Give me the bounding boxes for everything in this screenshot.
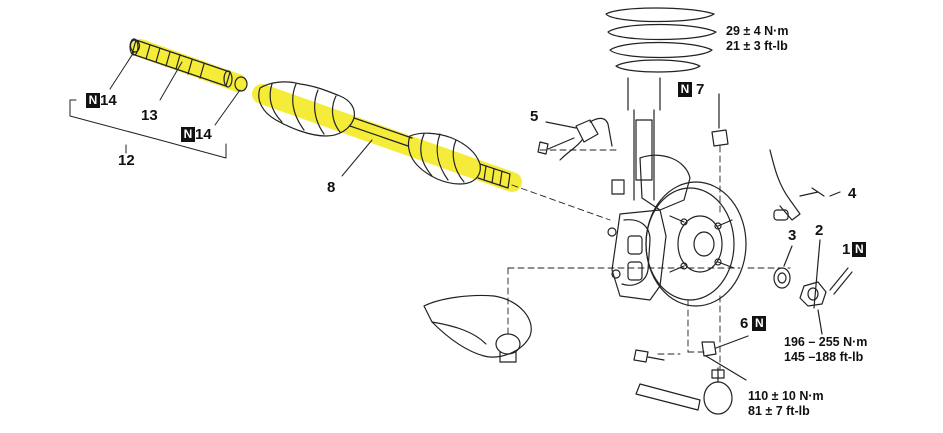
- torque-spec-6: 110 ± 10 N·m 81 ± 7 ft-lb: [748, 389, 824, 419]
- callout-bracket: [69, 51, 373, 177]
- callout-number: 1: [842, 241, 851, 258]
- outboard-boot: [407, 132, 511, 189]
- leader-2: [813, 239, 821, 309]
- brake-disc: [645, 181, 747, 307]
- new-part-mark: N: [852, 242, 867, 257]
- leader-4: [829, 191, 841, 197]
- callout-number: 7: [696, 81, 705, 98]
- wheel-speed-sensor: [769, 149, 825, 221]
- self-locking-nut-7: [711, 93, 729, 147]
- callout-number: 14: [195, 126, 212, 143]
- tie-rod-end: [635, 367, 733, 415]
- callout-number: 14: [100, 92, 117, 109]
- callout-8: 8: [327, 179, 336, 196]
- inner-shaft: [129, 38, 233, 88]
- callout-3: 3: [788, 227, 797, 244]
- new-part-mark: N: [752, 316, 767, 331]
- knuckle-caliper: [607, 154, 691, 301]
- callout-12: 12: [118, 152, 135, 169]
- torque-ftlb: 21 ± 3 ft-lb: [726, 39, 788, 53]
- driveshaft-highlight: [131, 39, 522, 192]
- castle-nut-2: [799, 281, 827, 307]
- torque-spec-7: 29 ± 4 N·m 21 ± 3 ft-lb: [726, 24, 788, 54]
- torque-ftlb: 81 ± 7 ft-lb: [748, 404, 810, 418]
- circlip-inner: [129, 39, 141, 53]
- washer-3: [773, 267, 791, 289]
- leader-5: [545, 121, 577, 129]
- circlip-outer: [234, 76, 248, 92]
- callout-2: 2: [815, 222, 824, 239]
- knuckle-bolt: [633, 349, 665, 363]
- new-part-mark: N: [181, 127, 195, 142]
- torque-ftlb: 145 –188 ft-lb: [784, 350, 864, 364]
- shaft-body: [349, 117, 413, 147]
- cotter-pin-1: [829, 267, 853, 295]
- leader-3: [783, 245, 793, 267]
- leader-6-torque: [705, 355, 747, 381]
- lock-nut-6: [701, 335, 749, 357]
- torque-spec-2: 196 – 255 N·m 145 –188 ft-lb: [784, 335, 867, 365]
- callout-13: 13: [141, 107, 158, 124]
- callout-4: 4: [848, 185, 857, 202]
- torque-nm: 29 ± 4 N·m: [726, 24, 789, 38]
- sensor-harness-bracket: [537, 117, 613, 161]
- leader-2-torque: [817, 309, 823, 335]
- callout-5: 5: [530, 108, 539, 125]
- new-part-mark: N: [678, 82, 692, 97]
- strut-spring: [605, 7, 717, 201]
- new-part-mark: N: [86, 93, 100, 108]
- lower-arm: [423, 294, 532, 363]
- callout-number: 6: [740, 315, 749, 332]
- torque-nm: 196 – 255 N·m: [784, 335, 868, 349]
- torque-nm: 110 ± 10 N·m: [748, 389, 824, 403]
